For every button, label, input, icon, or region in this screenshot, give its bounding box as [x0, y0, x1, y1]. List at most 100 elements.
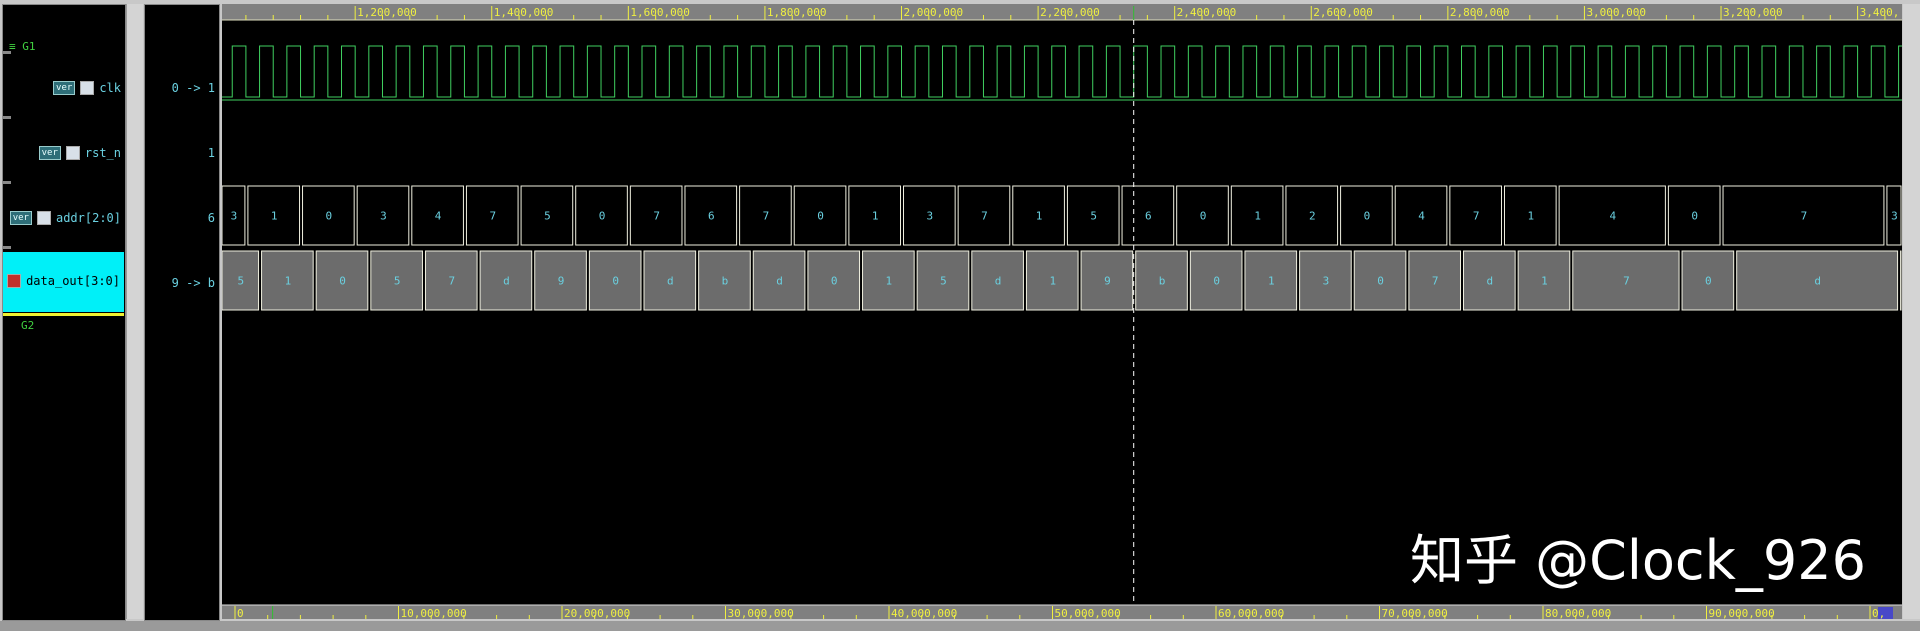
- row-marker: [3, 51, 11, 54]
- ruler-label: 3,000,000: [1586, 6, 1646, 19]
- addr-segment: [903, 185, 956, 246]
- addr-value-label: 3: [380, 210, 387, 223]
- data-out-value-label: 0: [339, 275, 346, 288]
- addr-value-label: 7: [763, 210, 770, 223]
- data-out-value-label: 1: [1541, 275, 1548, 288]
- overview-label: 20,000,000: [564, 607, 630, 619]
- addr-segment: [848, 185, 902, 246]
- addr-segment: [465, 185, 519, 246]
- data-out-segment: [479, 250, 533, 311]
- addr-value: 6: [207, 211, 215, 225]
- overview-label: 60,000,000: [1218, 607, 1284, 619]
- ruler-label: 1,800,000: [767, 6, 827, 19]
- data-out-segment: [261, 250, 314, 311]
- addr-value-label: 3: [1891, 210, 1898, 223]
- overview-label: 70,000,000: [1382, 607, 1448, 619]
- data-out-segment: [807, 250, 861, 311]
- addr-segment: [1066, 185, 1120, 246]
- addr-segment: [1667, 185, 1721, 246]
- ruler-label: 2,800,000: [1450, 6, 1510, 19]
- overview-label: 90,000,000: [1709, 607, 1775, 619]
- clk-value: 0 -> 1: [171, 81, 215, 95]
- top-ruler: [222, 4, 1902, 20]
- addr-segment: [1176, 185, 1229, 246]
- addr-value-label: 0: [817, 210, 824, 223]
- waveform-scrollbar[interactable]: [1903, 4, 1920, 619]
- value-pane: 0 -> 1 1 6 9 -> b: [144, 4, 220, 621]
- verilog-badge-icon: ver: [9, 211, 32, 225]
- addr-segment: [629, 185, 683, 246]
- addr-segment: [411, 185, 464, 246]
- data-out-segment: [534, 250, 587, 311]
- name-pane-scrollbar[interactable]: [126, 4, 143, 619]
- addr-value-label: 7: [489, 210, 496, 223]
- row-marker: [3, 181, 11, 184]
- addr-value-label: 4: [435, 210, 442, 223]
- ruler-label: 2,600,000: [1313, 6, 1373, 19]
- ruler-label: 2,400,000: [1177, 6, 1237, 19]
- data-out-value-label: 9: [558, 275, 565, 288]
- row-marker: [3, 116, 11, 119]
- ruler-label: 2,000,000: [904, 6, 964, 19]
- data-out-value-label: d: [503, 275, 510, 288]
- data-out-segment: [1189, 250, 1243, 311]
- data-out-value-label: 5: [394, 275, 401, 288]
- addr-segment: [1012, 185, 1065, 246]
- addr-value-label: 4: [1609, 210, 1616, 223]
- horizontal-scrollbar[interactable]: [0, 621, 1920, 631]
- data-out-value-label: 1: [1049, 275, 1056, 288]
- data-out-value-label: 7: [1432, 275, 1439, 288]
- clk-waveform: [222, 45, 1913, 98]
- addr-segment: [1340, 185, 1393, 246]
- data-out-segment: [221, 250, 260, 311]
- data-out-value-label: 1: [886, 275, 893, 288]
- rst-n-value: 1: [207, 146, 215, 160]
- addr-value-label: 6: [708, 210, 715, 223]
- data-out-value-label: 7: [448, 275, 455, 288]
- addr-segment: [575, 185, 628, 246]
- data-out-value-label: 5: [940, 275, 947, 288]
- overview-ruler: [222, 605, 1902, 621]
- addr-segment: [221, 185, 246, 246]
- group-g1[interactable]: ≡ G1: [9, 40, 36, 53]
- data-out-value-label: d: [776, 275, 783, 288]
- addr-value-label: 5: [544, 210, 551, 223]
- overview-label: 40,000,000: [891, 607, 957, 619]
- addr-segment: [1722, 185, 1885, 246]
- overview-window-indicator: [1878, 607, 1893, 621]
- signal-icon: [7, 274, 22, 288]
- addr-value-label: 1: [1254, 210, 1261, 223]
- data-out-segment: [588, 250, 642, 311]
- addr-segment: [1503, 185, 1557, 246]
- data-out-segment: [752, 250, 806, 311]
- selected-row-highlight[interactable]: data_out[3:0]: [3, 252, 124, 312]
- addr-segment: [957, 185, 1011, 246]
- addr-value-label: 0: [326, 210, 333, 223]
- data-out-segment: [1299, 250, 1352, 311]
- signal-data-out[interactable]: data_out[3:0]: [7, 274, 120, 288]
- addr-segment: [356, 185, 410, 246]
- addr-segment: [247, 185, 301, 246]
- group-g2[interactable]: G2: [21, 319, 34, 332]
- data-out-segment: [916, 250, 970, 311]
- addr-value-label: 3: [231, 210, 238, 223]
- watermark: 知乎 @Clock_926: [1410, 529, 1866, 592]
- signal-icon: [65, 146, 80, 160]
- addr-value-label: 1: [872, 210, 879, 223]
- data-out-segment: [862, 250, 915, 311]
- ruler-label: 1,600,000: [630, 6, 690, 19]
- data-out-value-label: b: [1159, 275, 1166, 288]
- data-out-segment: [643, 250, 697, 311]
- signal-label: rst_n: [84, 146, 121, 160]
- data-out-segment: [1572, 250, 1680, 311]
- overview-label: 80,000,000: [1545, 607, 1611, 619]
- signal-label: data_out[3:0]: [26, 274, 120, 288]
- data-out-value-label: 1: [1268, 275, 1275, 288]
- overview-label: 50,000,000: [1055, 607, 1121, 619]
- ruler-label: 1,200,000: [357, 6, 417, 19]
